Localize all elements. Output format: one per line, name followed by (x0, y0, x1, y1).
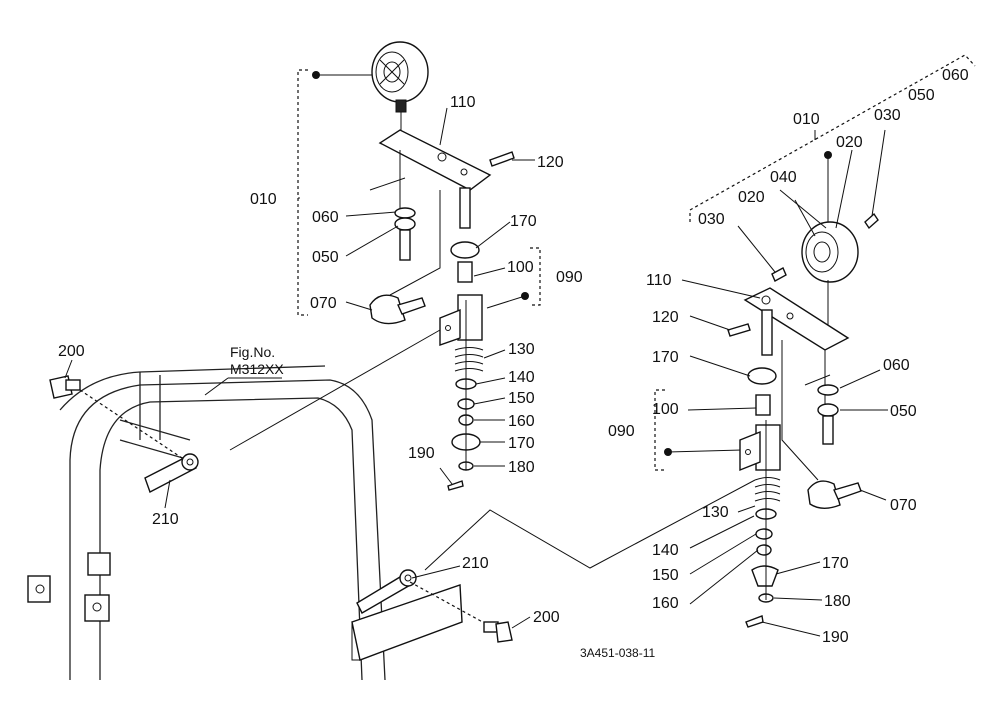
label-100-right: 100 (652, 401, 679, 418)
bracket-low (84, 594, 110, 622)
label-030-top: 030 (874, 107, 901, 124)
label-170-left-top: 170 (510, 213, 537, 230)
bushing-100-left (457, 261, 473, 283)
label-110-right: 110 (646, 272, 672, 289)
clamp-070-left (369, 294, 406, 325)
label-140-left: 140 (508, 369, 535, 386)
label-060-left: 060 (312, 209, 339, 226)
label-170-right-top: 170 (652, 349, 679, 366)
washer-050-right (817, 403, 839, 417)
label-070-left: 070 (310, 295, 337, 312)
pin-120-right (727, 323, 751, 337)
fig-ref-line2: M312XX (230, 361, 284, 377)
label-160-right: 160 (652, 595, 679, 612)
lamp-plate-110-right (743, 287, 850, 351)
label-160-left: 160 (508, 413, 535, 430)
label-170-left-bottom: 170 (508, 435, 535, 452)
label-180-left: 180 (508, 459, 535, 476)
housing-090-left (457, 294, 483, 341)
bushing-100-right (755, 394, 771, 416)
nut-150-right (755, 528, 773, 540)
bolt-200-right (495, 621, 513, 643)
label-030-right: 030 (698, 211, 725, 228)
wire-right (424, 479, 756, 571)
label-180-right: 180 (824, 593, 851, 610)
wire-left (229, 329, 441, 451)
label-130-right: 130 (702, 504, 729, 521)
label-190-right: 190 (822, 629, 849, 646)
nut-160-right (756, 544, 772, 556)
label-170-right-bottom: 170 (822, 555, 849, 572)
clamp-070-right (807, 480, 841, 509)
fig-ref-leader (204, 377, 282, 396)
label-120-left: 120 (537, 154, 564, 171)
rops-frame (27, 365, 463, 681)
label-100-left: 100 (507, 259, 534, 276)
mount-eye-right (399, 569, 417, 587)
label-050-right: 050 (890, 403, 917, 420)
nut-060-right (817, 384, 839, 396)
label-200-left: 200 (58, 343, 85, 360)
label-210-right: 210 (462, 555, 489, 572)
right-lamp-assembly (654, 54, 976, 628)
label-190-left: 190 (408, 445, 435, 462)
mount-eye-left (181, 453, 199, 471)
label-040-right: 040 (770, 169, 797, 186)
label-090-right: 090 (608, 423, 635, 440)
screw-030-bottom (771, 267, 787, 282)
label-150-right: 150 (652, 567, 679, 584)
label-110-left: 110 (450, 94, 476, 111)
cap-170-right-bottom (751, 565, 779, 587)
label-060-right: 060 (883, 357, 910, 374)
washer-050-left (394, 217, 416, 231)
right-mount (356, 569, 513, 643)
bracket-left (27, 575, 51, 603)
label-060-top: 060 (942, 67, 969, 84)
label-090-left: 090 (556, 269, 583, 286)
leader-lines (64, 107, 888, 637)
pin-190-left (447, 480, 464, 491)
label-140-right: 140 (652, 542, 679, 559)
label-130-left: 130 (508, 341, 535, 358)
cap-170-left-top (450, 241, 480, 259)
left-lamp-assembly (297, 41, 541, 491)
label-010-left: 010 (250, 191, 277, 208)
cap-170-right-top (747, 367, 777, 385)
label-120-right: 120 (652, 309, 679, 326)
nut-060-left (394, 207, 416, 219)
label-150-left: 150 (508, 390, 535, 407)
label-020-right-a: 020 (836, 134, 863, 151)
label-070-right: 070 (890, 497, 917, 514)
screw-030-top (864, 212, 879, 230)
label-010-right: 010 (793, 111, 820, 128)
label-210-left: 210 (152, 511, 179, 528)
stud-left (459, 187, 471, 229)
label-200-right: 200 (533, 609, 560, 626)
pin-120-left (489, 151, 515, 167)
bracket-mid (87, 552, 111, 576)
stud-right (761, 309, 773, 356)
label-050-top: 050 (908, 87, 935, 104)
pin-190-right (745, 615, 764, 628)
label-050-left: 050 (312, 249, 339, 266)
bolt-shank-left (65, 379, 81, 391)
drawing-code: 3A451-038-11 (580, 646, 655, 660)
fig-ref-line1: Fig.No. (230, 344, 275, 360)
left-mount (49, 375, 199, 493)
label-020-right-b: 020 (738, 189, 765, 206)
frame-beam (351, 584, 463, 661)
